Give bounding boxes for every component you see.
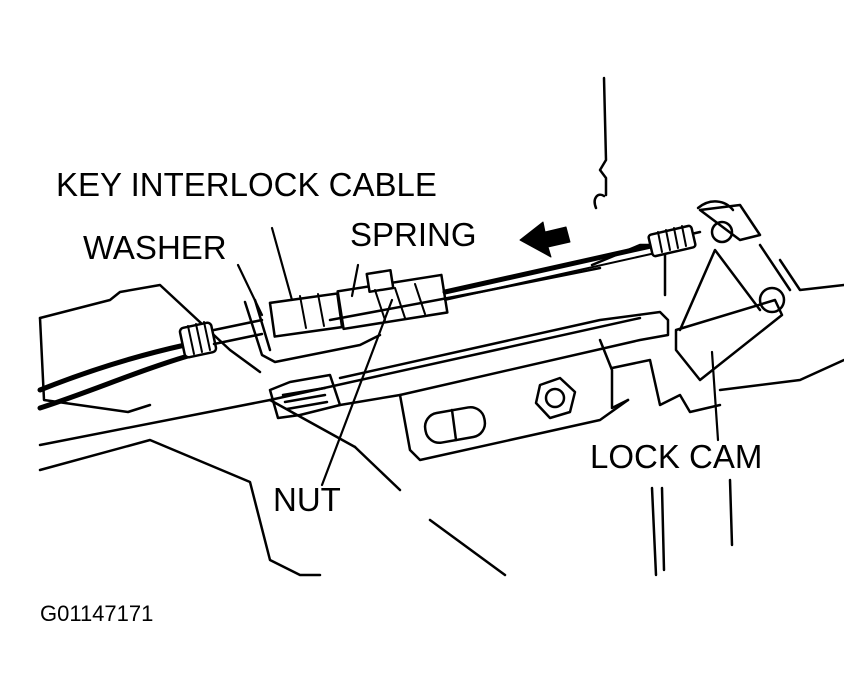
leader-lines xyxy=(236,226,720,487)
leader-key-interlock-cable xyxy=(270,226,294,302)
label-key-interlock-cable: KEY INTERLOCK CABLE xyxy=(56,166,437,203)
mounting-panel xyxy=(590,76,844,577)
leader-lock-cam xyxy=(710,350,720,442)
label-nut: NUT xyxy=(273,481,341,518)
cable-end-assembly xyxy=(243,266,602,364)
base-bracket xyxy=(38,283,722,577)
leader-nut xyxy=(320,298,394,487)
plate-fixtures xyxy=(423,376,577,445)
label-washer: WASHER xyxy=(83,229,227,266)
label-lock-cam: LOCK CAM xyxy=(590,438,763,475)
figure-id: G01147171 xyxy=(40,601,154,626)
cable-housing xyxy=(37,318,264,411)
leader-spring xyxy=(350,263,360,298)
label-spring: SPRING xyxy=(350,216,477,253)
lock-cam-assembly xyxy=(674,200,792,382)
leader-washer xyxy=(236,263,264,317)
arrow-left-icon xyxy=(519,221,571,258)
inner-cable xyxy=(442,224,697,301)
